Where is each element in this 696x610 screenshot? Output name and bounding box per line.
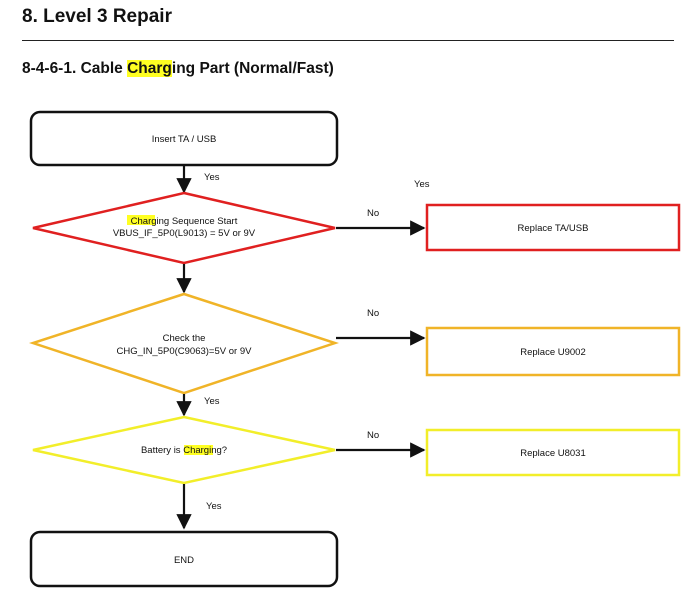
start-node-label: Insert TA / USB xyxy=(152,134,217,145)
title-divider xyxy=(22,40,674,41)
action1-label: Replace TA/USB xyxy=(518,223,589,234)
action2-label: Replace U9002 xyxy=(520,347,586,358)
end-node-label: END xyxy=(174,555,194,566)
decision3-label-highlight: Charg xyxy=(183,445,209,456)
decision2-line2: CHG_IN_5P0(C9063)=5V or 9V xyxy=(117,346,253,357)
decision1-highlight-mark xyxy=(127,215,155,225)
edge-label-decision2-yes: Yes xyxy=(204,396,220,407)
decision1-line1-highlight: Charg xyxy=(131,216,157,227)
edge-label-decision1-no: No xyxy=(367,208,379,219)
edge-label-decision2-no: No xyxy=(367,308,379,319)
action1-box xyxy=(425,203,681,252)
edge-label-decision3-yes: Yes xyxy=(206,501,222,512)
edge-label-decision3-no: No xyxy=(367,430,379,441)
section-title-highlight: Charg xyxy=(127,60,172,77)
action3-label: Replace U8031 xyxy=(520,448,586,459)
decision1-line1: Charging Sequence Start xyxy=(131,216,238,227)
decision2-line1: Check the xyxy=(163,333,206,344)
section-title-suffix: ing Part (Normal/Fast) xyxy=(171,60,334,77)
decision1-diamond xyxy=(32,191,336,265)
decision2-diamond xyxy=(28,292,340,395)
decision1-line2: VBUS_IF_5P0(L9013) = 5V or 9V xyxy=(113,228,256,239)
section-title: 8-4-6-1. Cable Charging Part (Normal/Fas… xyxy=(22,60,334,78)
section-title-prefix: 8-4-6-1. Cable xyxy=(22,60,128,77)
decision1-line1-rest: ing Sequence Start xyxy=(157,216,238,227)
page-title: 8. Level 3 Repair xyxy=(22,6,172,27)
edge-label-start-yes: Yes xyxy=(204,172,220,183)
end-node xyxy=(29,530,339,588)
action2-box xyxy=(425,326,681,377)
decision3-label-post: ing? xyxy=(209,445,227,456)
edge-label-decision1-yes: Yes xyxy=(414,179,430,190)
decision3-label: Battery is Charging? xyxy=(141,445,227,456)
decision3-label-pre: Battery is xyxy=(141,445,183,456)
decision3-highlight-mark xyxy=(184,445,213,455)
action3-box xyxy=(425,428,681,477)
